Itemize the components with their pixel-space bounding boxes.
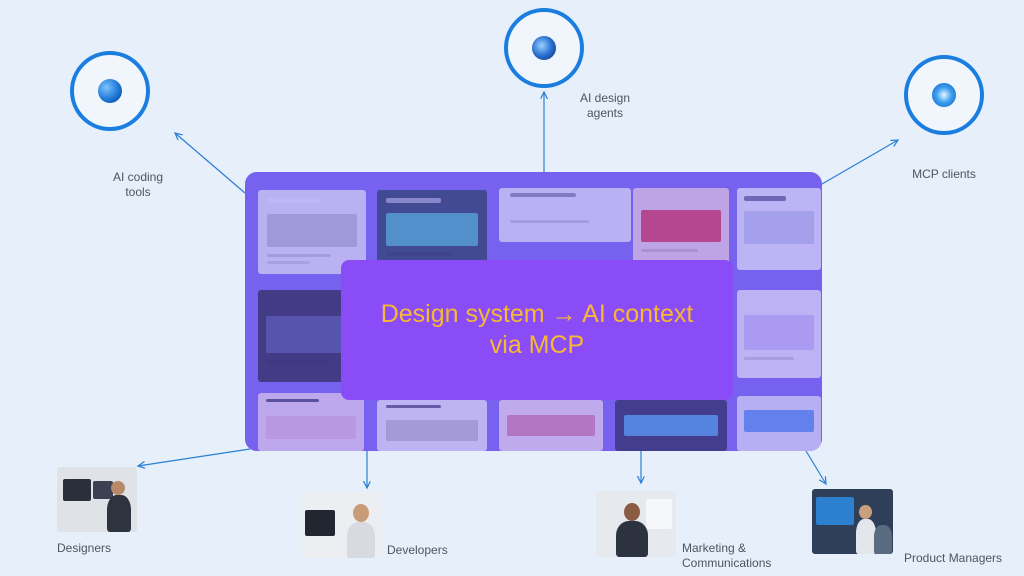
thumbnail-devland [258,393,364,451]
mcp-clients-label: MCP clients [912,167,976,181]
thumbnail-profile-card [499,188,631,242]
blue-globe-icon [532,36,556,60]
thumbnail-analytics [737,290,821,378]
blue-sphere-icon [98,79,122,103]
marketing-communications-label: Marketing & Communications [682,541,772,570]
thumbnail-pink-web [499,400,603,451]
arrow-to-mcp-clients [821,140,898,185]
marketing-professional-photo [596,491,676,557]
center-label-box: Design system → AI context via MCP [341,260,733,400]
arrow-to-ai-coding-tools [175,133,246,194]
ai-coding-tools-label: AI coding tools [112,170,164,199]
developer-at-desk-photo [301,492,382,558]
thumbnail-blog [377,400,487,451]
product-team-meeting-photo [812,489,893,554]
designers-label: Designers [57,541,112,555]
ai-coding-tools-node [70,51,150,131]
product-managers-label: Product Managers [904,551,1003,565]
thumbnail-dark-teal-app [377,190,487,272]
thumbnail-mobile-application [633,188,729,268]
thumbnail-mobile-screens [737,396,821,451]
thumbnail-dashboard [737,188,821,270]
thumbnail-dark-illustration [615,400,727,451]
arrow-to-designers [138,448,251,466]
designer-at-monitors-photo [57,467,137,532]
ai-design-agents-node [504,8,584,88]
center-title: Design system → AI context via MCP [380,300,694,359]
ai-design-agents-label: AI design agents [579,91,631,120]
glowing-orb-icon [932,83,956,107]
developers-label: Developers [387,543,448,557]
mcp-clients-node [904,55,984,135]
